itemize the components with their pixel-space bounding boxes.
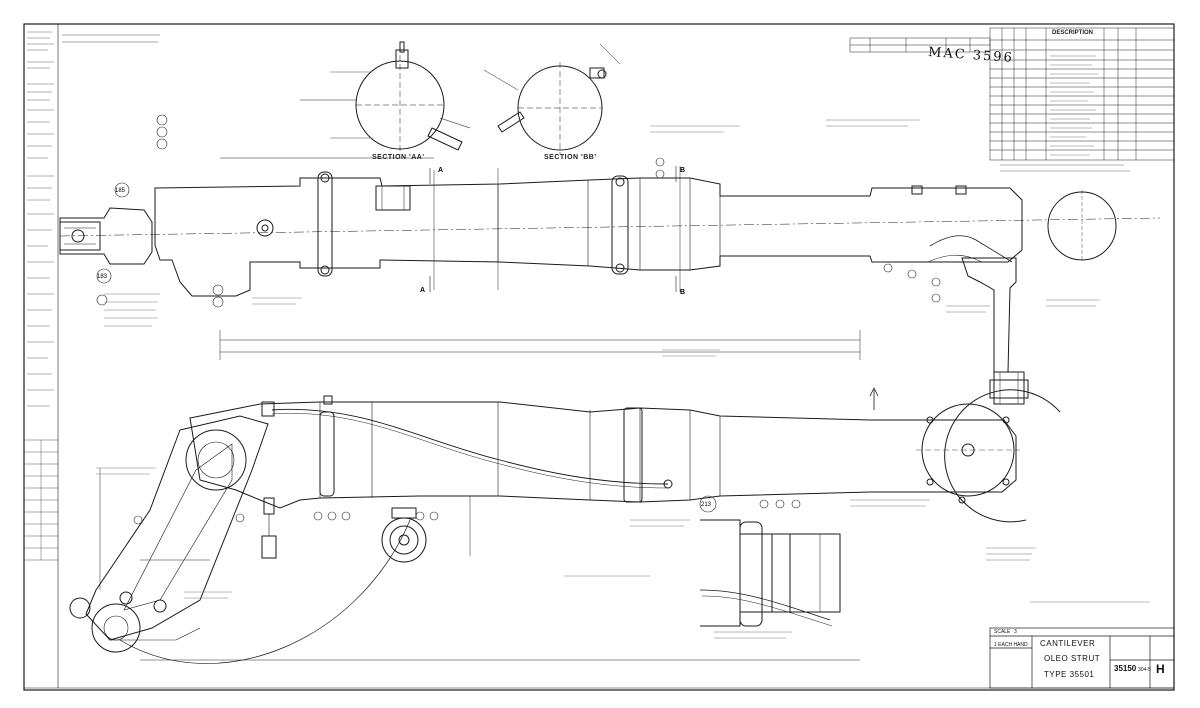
quantity-note: 1 EACH HAND [994,642,1028,648]
sheet-border [23,23,1175,691]
scale-label: SCALE [994,629,1011,635]
handwritten-reference: MAC 3596 [927,45,1015,66]
list-footnote [1000,164,1130,172]
title-block-frame [989,627,1175,689]
upper-strut-plan-view [59,171,1161,297]
left-notes-scribble [27,31,54,407]
section-cutting-lines [429,166,677,292]
dimension-lines [99,157,861,661]
title-line-2: OLEO STRUT [1044,654,1101,663]
title-line-1: CANTILEVER [1040,639,1096,648]
balloon-185: 185 [115,188,126,194]
section-bb-label: SECTION 'BB' [544,154,597,161]
section-mark-b-bottom: B [680,289,686,296]
section-mark-b-top: B [680,167,686,174]
centre-hub-detail [381,507,427,563]
title-line-3: TYPE 35501 [1044,670,1095,679]
wheel-travel-arc [119,519,411,664]
parts-list-description-header: DESCRIPTION [1052,30,1094,36]
side-brace-arm [69,415,269,653]
section-mark-a-bottom: A [420,287,426,294]
earth-connector-sketch [699,519,841,627]
top-left-notes [62,34,160,43]
lower-strut-elevation-view [185,395,1017,559]
section-aa-label: SECTION 'AA' [372,154,425,161]
drawing-number: 35150 [1114,664,1137,673]
section-mark-a-top: A [438,167,444,174]
leader-notes [96,119,1150,639]
brake-drum-view [916,389,1061,523]
revision-letter: H [1156,662,1165,676]
sheet-reference: 304-5 [1138,667,1151,673]
callout-balloons [96,114,941,525]
left-revision-strip [24,439,58,561]
balloon-183: 183 [97,274,108,280]
direction-arrow [869,387,879,410]
section-bb-view [483,43,621,154]
parts-list-entries [1050,55,1098,156]
axle-leg-assembly [927,235,1029,405]
reference-header-block [849,37,991,53]
parts-list-table [989,27,1175,161]
balloon-213: 213 [701,502,712,508]
scale-value: 3 [1014,629,1017,635]
section-aa-view [300,41,471,155]
